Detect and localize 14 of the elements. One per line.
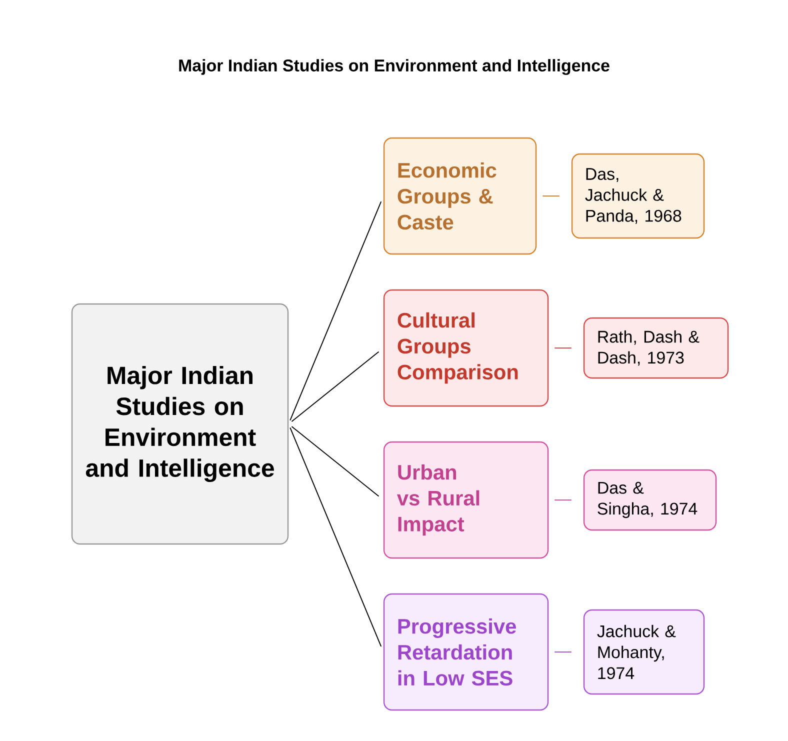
connector-line — [291, 426, 380, 497]
category-box: Urban vs Rural Impact — [383, 441, 549, 559]
connector-line — [290, 201, 382, 421]
title: Major Indian Studies on Environment and Intelligence — [179, 59, 610, 75]
citation-box: Rath, Dash & Dash, 1973 — [583, 317, 729, 379]
topic-box: Major Indian Studies on Environment and Intelligence — [71, 303, 289, 545]
category-box: Economic Groups & Caste — [383, 137, 537, 255]
citation-box: Das & Singha, 1974 — [583, 469, 717, 531]
category-box: Progressive Retardation in Low SES — [383, 593, 549, 711]
connector-line — [290, 427, 382, 647]
connector-line — [291, 351, 380, 422]
citation-box: Jachuck & Mohanty, 1974 — [583, 609, 705, 695]
category-box: Cultural Groups Comparison — [383, 289, 549, 407]
citation-box: Das, Jachuck & Panda, 1968 — [571, 153, 705, 239]
